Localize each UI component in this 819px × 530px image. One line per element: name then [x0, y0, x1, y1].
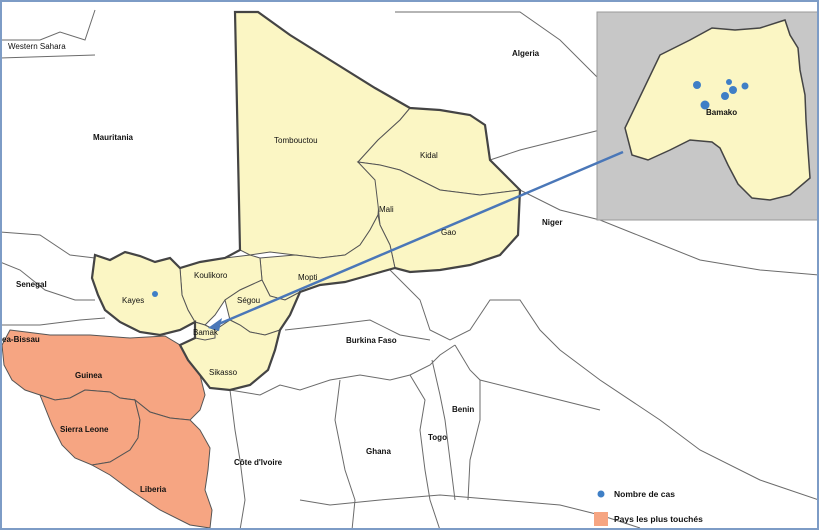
mali-outline: [90, 10, 522, 392]
label-tombouctou: Tombouctou: [274, 136, 318, 145]
label-kayes: Kayes: [122, 296, 144, 305]
case-dot-bamako-4: [741, 82, 749, 90]
label-koulikoro: Koulikoro: [194, 271, 228, 280]
inset-label-bamako: Bamako: [706, 108, 737, 117]
country-labels: Western Sahara Algeria Mauritania Niger …: [2, 42, 562, 494]
label-mali: Mali: [379, 205, 394, 214]
label-kidal: Kidal: [420, 151, 438, 160]
case-dot-bamako-5: [721, 92, 729, 100]
region-labels: Tombouctou Kidal Gao Kayes Koulikoro Ség…: [122, 136, 457, 377]
country-borders: [0, 9, 819, 530]
affected-countries: [1, 329, 213, 529]
legend-case-dot: [597, 490, 605, 498]
case-dot-bamako-1: [693, 81, 701, 89]
label-western-sahara: Western Sahara: [8, 42, 66, 51]
case-dot-bamako-3: [729, 86, 737, 94]
label-segou: Ségou: [237, 296, 260, 305]
region-kayes: [91, 251, 196, 336]
legend-affected-label: Pays les plus touchés: [614, 514, 703, 524]
label-togo: Togo: [428, 433, 447, 442]
label-guinea-bissau: ea-Bissau: [2, 335, 40, 344]
label-cote-divoire: Côte d'Ivoire: [234, 458, 283, 467]
label-burkina-faso: Burkina Faso: [346, 336, 397, 345]
inset-arrow: [208, 150, 624, 331]
legend: Nombre de cas Pays les plus touchés: [594, 489, 703, 526]
case-dots: [152, 79, 749, 297]
label-guinea: Guinea: [75, 371, 103, 380]
mali-regions: [91, 11, 522, 391]
label-mauritania: Mauritania: [93, 133, 134, 142]
label-sikasso: Sikasso: [209, 368, 238, 377]
label-liberia: Liberia: [140, 485, 167, 494]
label-bamako: Bamak: [193, 328, 219, 337]
label-ghana: Ghana: [366, 447, 391, 456]
label-niger: Niger: [542, 218, 562, 227]
inset-bamako-district: [624, 19, 811, 201]
liberia-shape: [90, 398, 213, 529]
case-dot-bamako-6: [700, 100, 710, 110]
label-sierra-leone: Sierra Leone: [60, 425, 109, 434]
label-senegal: Senegal: [16, 280, 47, 289]
label-gao: Gao: [441, 228, 457, 237]
legend-affected-swatch: [594, 512, 608, 526]
label-algeria: Algeria: [512, 49, 540, 58]
legend-cases-label: Nombre de cas: [614, 489, 675, 499]
label-benin: Benin: [452, 405, 474, 414]
label-mopti: Mopti: [298, 273, 318, 282]
bamako-inset: [596, 11, 819, 221]
case-dot-bamako-2: [726, 79, 732, 85]
case-dot-kayes: [152, 291, 158, 297]
